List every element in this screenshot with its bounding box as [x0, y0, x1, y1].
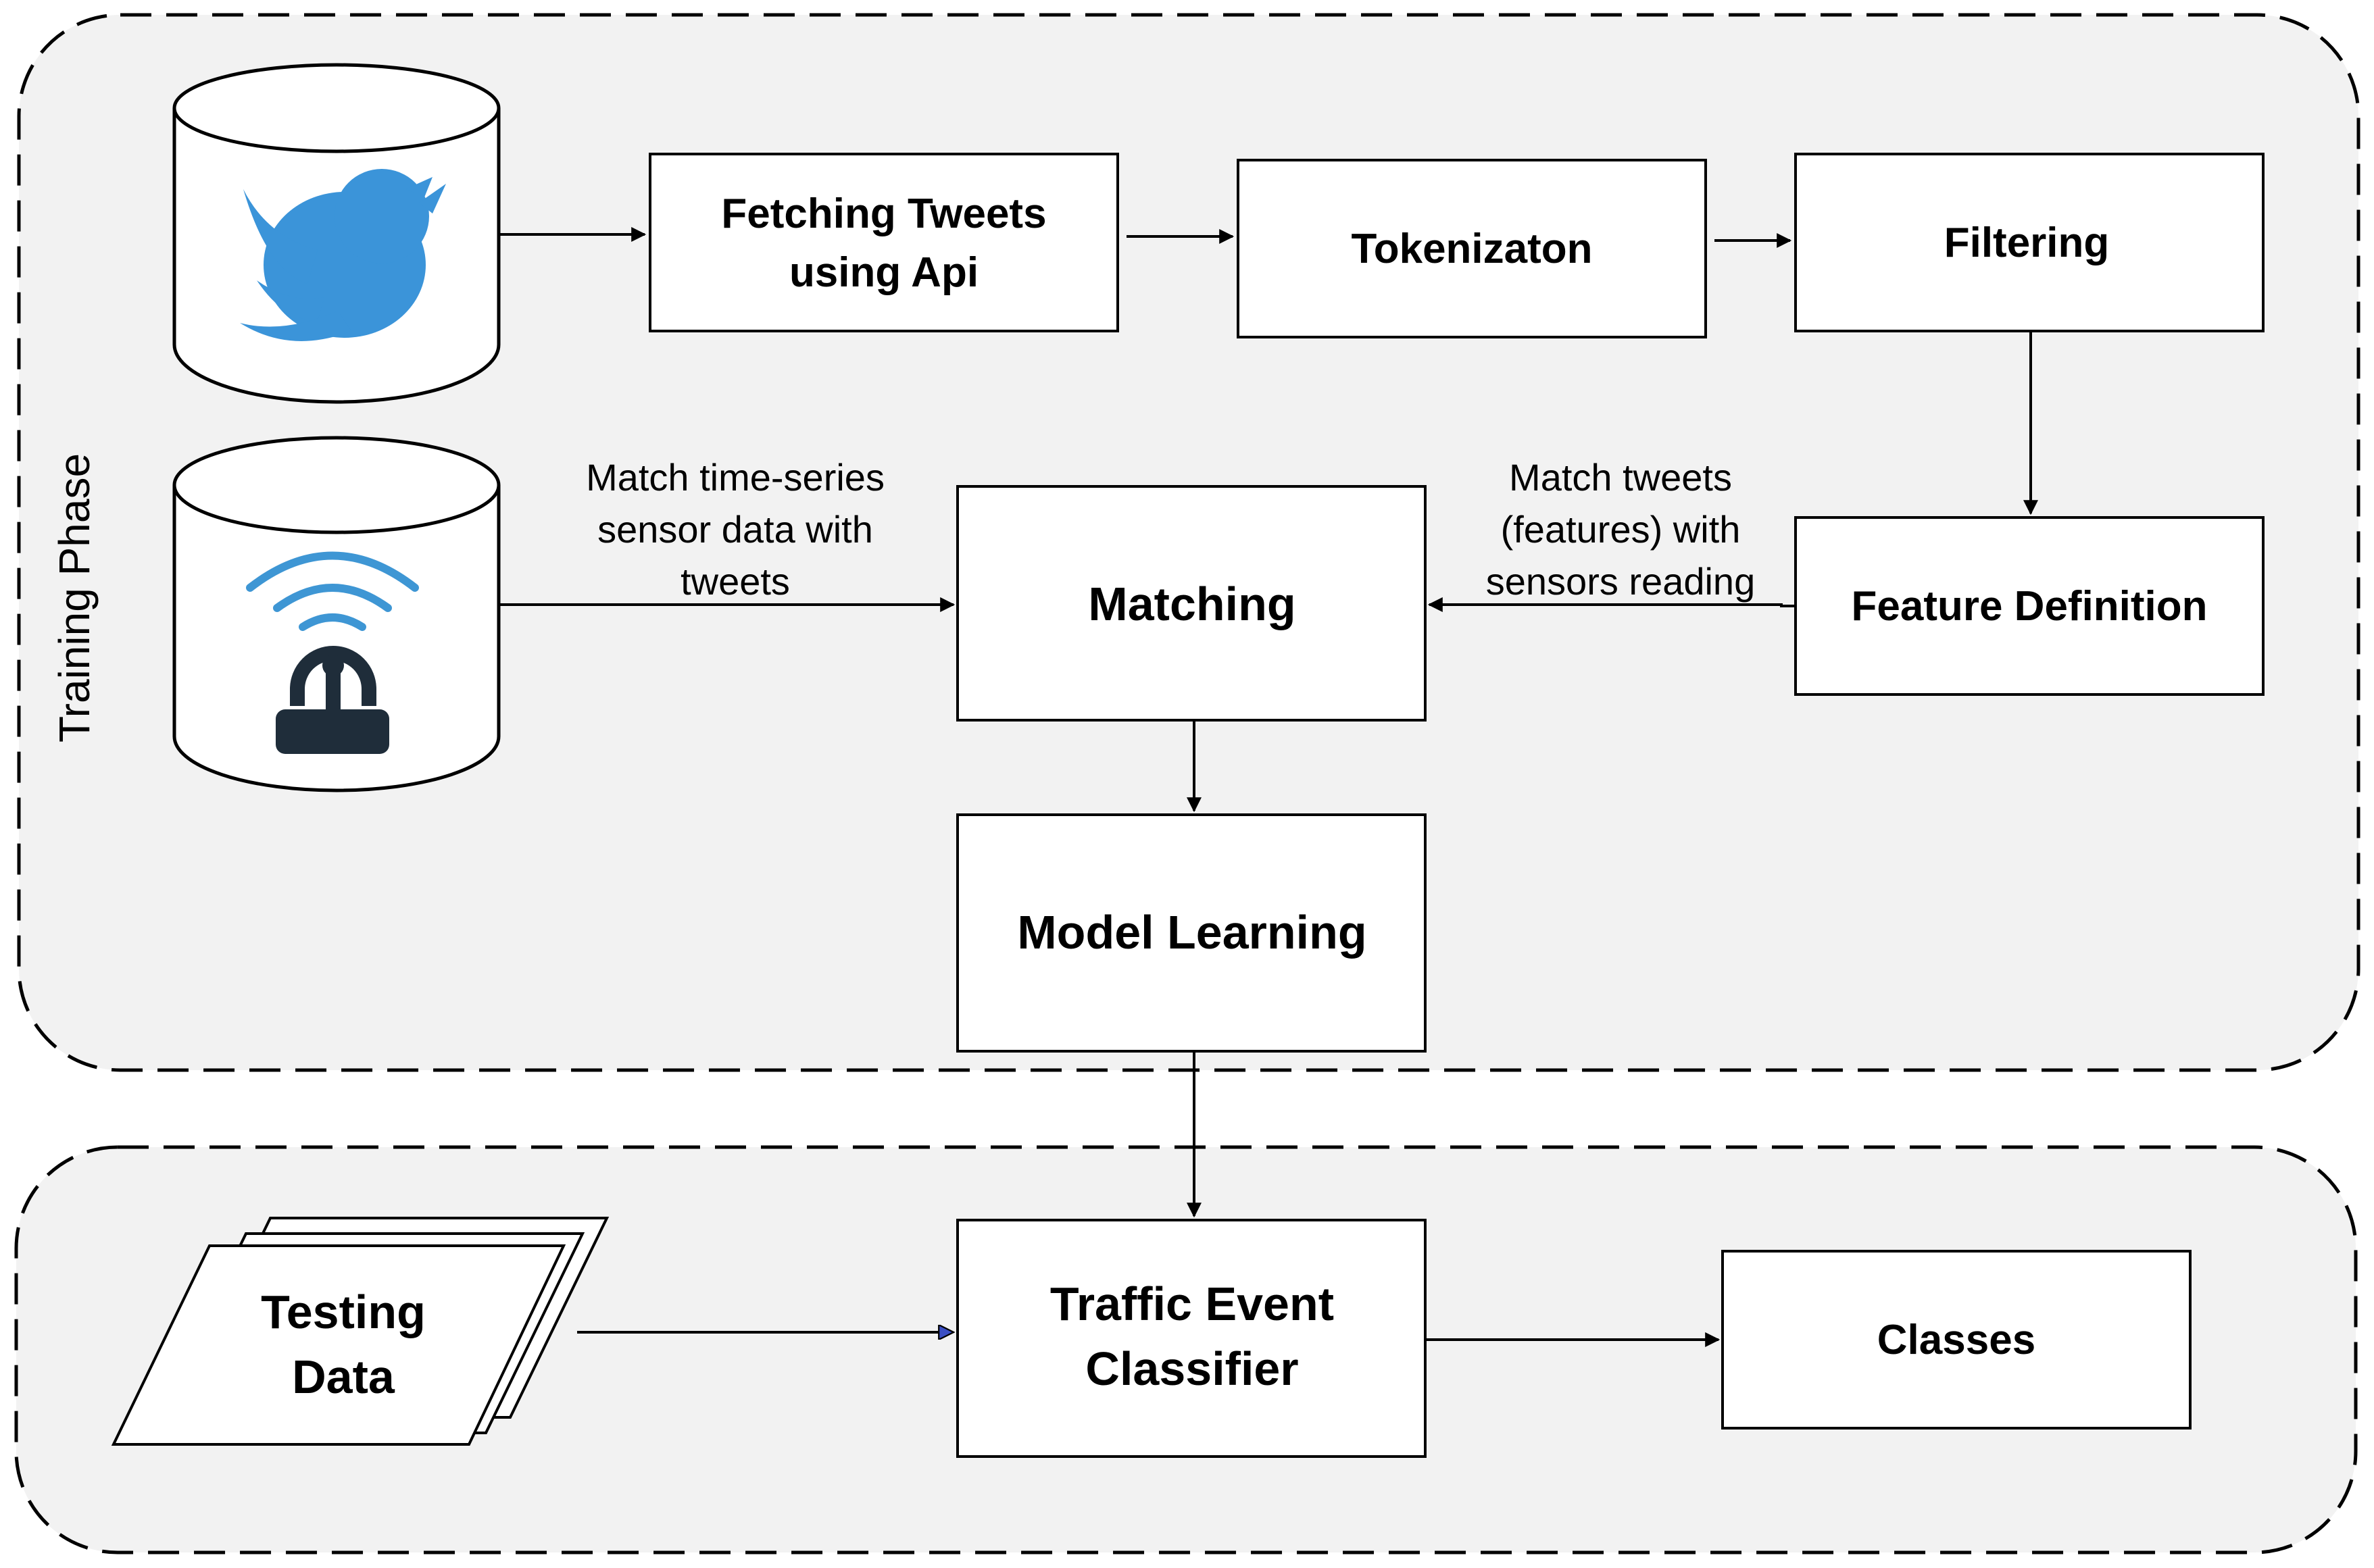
node-testing-data-label-line2: Data — [292, 1350, 395, 1403]
twitter-database — [172, 63, 501, 404]
edge-label-sensor-to-matching: Match time-series sensor data with tweet… — [586, 456, 885, 603]
edge-label-sensor-line1: Match time-series — [586, 456, 885, 499]
node-tokenization-label: Tokenizaton — [1351, 226, 1592, 272]
edge-label-feature-line2: (features) with — [1501, 508, 1741, 551]
node-model-learning: Model Learning — [956, 813, 1427, 1053]
node-testing-data-label-line1: Testing — [261, 1286, 426, 1338]
edge-label-sensor-line2: sensor data with — [597, 508, 873, 551]
wireless-sensor-icon — [246, 551, 419, 754]
node-fetching-label-line2: using Api — [789, 249, 979, 296]
twitter-bird-icon — [240, 169, 446, 341]
node-matching-label: Matching — [1088, 578, 1295, 630]
sensor-database — [172, 436, 501, 792]
edge-label-feature-line1: Match tweets — [1509, 456, 1732, 499]
training-phase-label: Training Phase — [50, 453, 99, 742]
node-testing-data: Testing Data — [111, 1217, 610, 1446]
node-classifier-label-line2: Classifier — [1085, 1342, 1298, 1395]
edge-label-sensor-line3: tweets — [681, 560, 790, 603]
arrow-feature-to-matching — [1427, 597, 1796, 612]
node-filtering: Filtering — [1794, 153, 2265, 332]
node-classes: Classes — [1721, 1250, 2192, 1430]
node-feature-definition: Feature Definition — [1794, 516, 2265, 696]
node-model-learning-label: Model Learning — [1017, 906, 1366, 959]
node-feature-definition-label: Feature Definition — [1851, 583, 2207, 630]
node-tokenization: Tokenizaton — [1237, 159, 1707, 338]
edge-label-feature-to-matching: Match tweets (features) with sensors rea… — [1486, 456, 1755, 603]
node-filtering-label: Filtering — [1944, 220, 2110, 266]
node-classes-label: Classes — [1877, 1317, 2035, 1363]
node-matching: Matching — [956, 485, 1427, 722]
edge-label-feature-line3: sensors reading — [1486, 560, 1755, 603]
node-traffic-event-classifier: Traffic Event Classifier — [956, 1219, 1427, 1458]
node-fetching-label-line1: Fetching Tweets — [721, 191, 1046, 237]
node-fetching-tweets: Fetching Tweets using Api — [649, 153, 1119, 332]
node-classifier-label-line1: Traffic Event — [1050, 1278, 1334, 1330]
